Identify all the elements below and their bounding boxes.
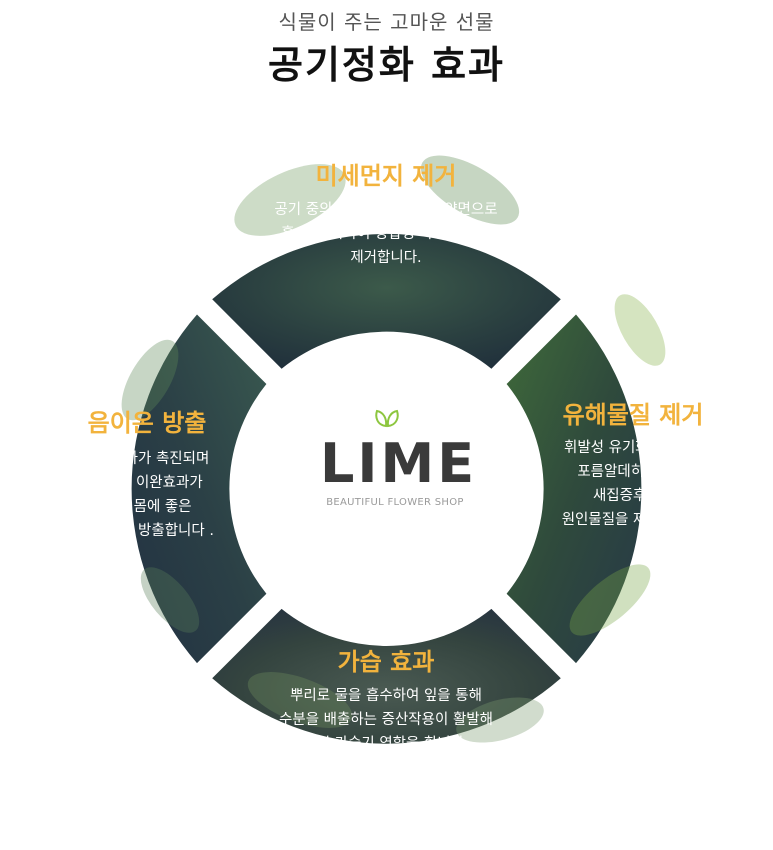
- segment-right: [506, 314, 642, 664]
- center-circle: [236, 338, 537, 639]
- segment-desc-harmful: 휘발성 유기화합물이나 포름알데히드 같은 새집증후군의 원인물질을 제거합니다…: [561, 440, 705, 528]
- segment-top: [212, 233, 561, 369]
- segment-desc-dust: 공기 중의 오염 물질을 잎의 양면으로 흡수, 흡착하여 광합성 과정을 거쳐…: [274, 202, 498, 266]
- page-subtitle: 식물이 주는 고마운 선물: [278, 10, 495, 34]
- segment-desc-anion: 신지대사가 촉진되며 정신적 이완효과가 있는 몸에 좋은 음이온을 방출합니다…: [80, 451, 214, 539]
- segment-title-harmful: 유해물질 제거: [562, 401, 704, 429]
- segment-title-humidify: 가습 효과: [337, 648, 435, 676]
- segment-desc-humidify: 뿌리로 물을 흡수하여 잎을 통해 수분을 배출하는 증산작용이 활발해 천연 …: [279, 688, 493, 752]
- foliage-decoration: [121, 155, 666, 743]
- brand-logo: LIME: [320, 432, 478, 495]
- page-title: 공기정화 효과: [268, 43, 505, 87]
- segment-left: [131, 314, 267, 664]
- segment-title-dust: 미세먼지 제거: [315, 162, 457, 190]
- leaf-logo-icon: [375, 409, 399, 428]
- segment-bottom: [212, 608, 561, 744]
- segment-title-anion: 음이온 방출: [87, 409, 207, 437]
- brand-tagline: BEAUTIFUL FLOWER SHOP: [326, 497, 464, 508]
